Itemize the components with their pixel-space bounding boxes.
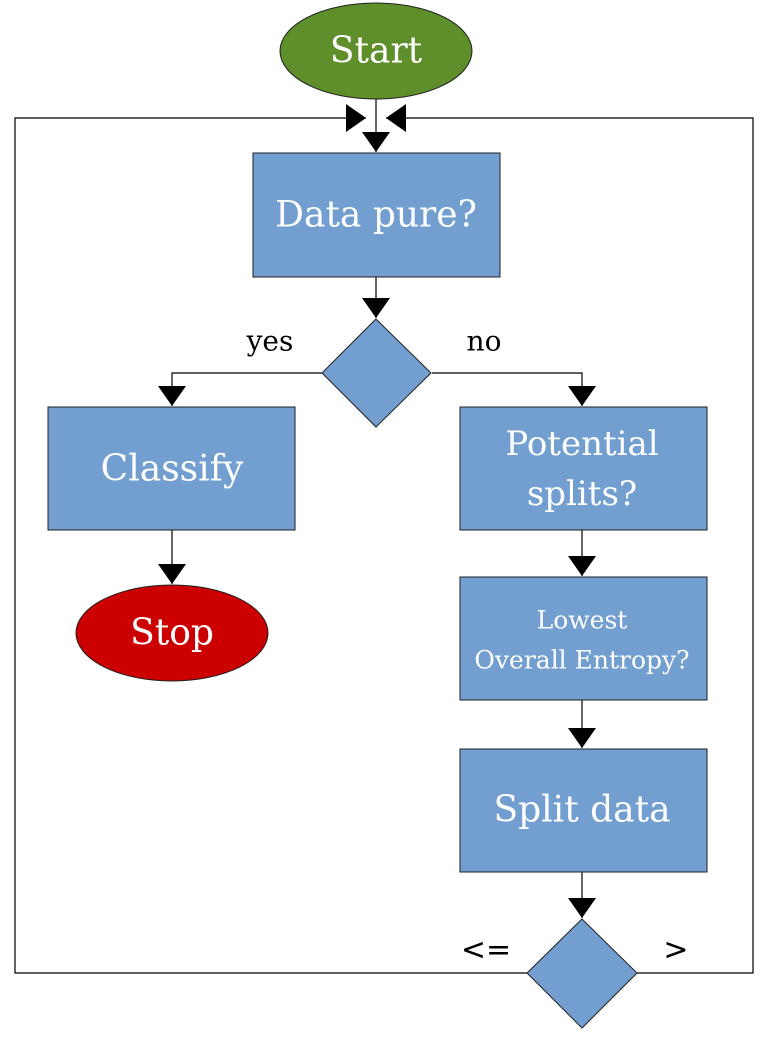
start-node: Start: [279, 2, 473, 100]
classify-node: Classify: [47, 406, 296, 531]
lowest-entropy-line2: Overall Entropy?: [474, 646, 689, 675]
edge-no-to-potential-splits: [432, 372, 596, 406]
potential-splits-box: [459, 406, 708, 531]
split-data-node: Split data: [459, 748, 708, 873]
edge-loop-lte: [14, 104, 527, 974]
classify-label: Classify: [101, 449, 244, 490]
data-pure-node: Data pure?: [252, 152, 501, 278]
data-pure-label: Data pure?: [275, 195, 477, 236]
potential-splits-line1: Potential: [505, 424, 658, 464]
edge-loop-gt: [386, 104, 754, 974]
potential-splits-line2: splits?: [527, 474, 637, 514]
lowest-entropy-line1: Lowest: [537, 606, 628, 635]
no-label: no: [467, 325, 502, 358]
edge-yes-to-classify: [158, 372, 322, 406]
purity-decision-diamond: [321, 318, 432, 428]
potential-splits-node: Potential splits?: [459, 406, 708, 531]
data-pure-box: [252, 152, 501, 278]
compare-decision-diamond: [526, 918, 638, 1029]
stop-node: Stop: [75, 584, 269, 682]
gt-label: >: [663, 933, 688, 968]
connectors: [14, 98, 754, 974]
stop-label: Stop: [130, 613, 214, 654]
lte-label: <=: [461, 933, 511, 968]
classify-box: [47, 406, 296, 531]
stop-ellipse: [75, 584, 269, 682]
split-data-box: [459, 748, 708, 873]
yes-label: yes: [246, 325, 294, 358]
start-label: Start: [330, 31, 423, 72]
lowest-entropy-box: [459, 576, 708, 701]
start-ellipse: [279, 2, 473, 100]
lowest-entropy-node: Lowest Overall Entropy?: [459, 576, 708, 701]
split-data-label: Split data: [493, 790, 670, 831]
